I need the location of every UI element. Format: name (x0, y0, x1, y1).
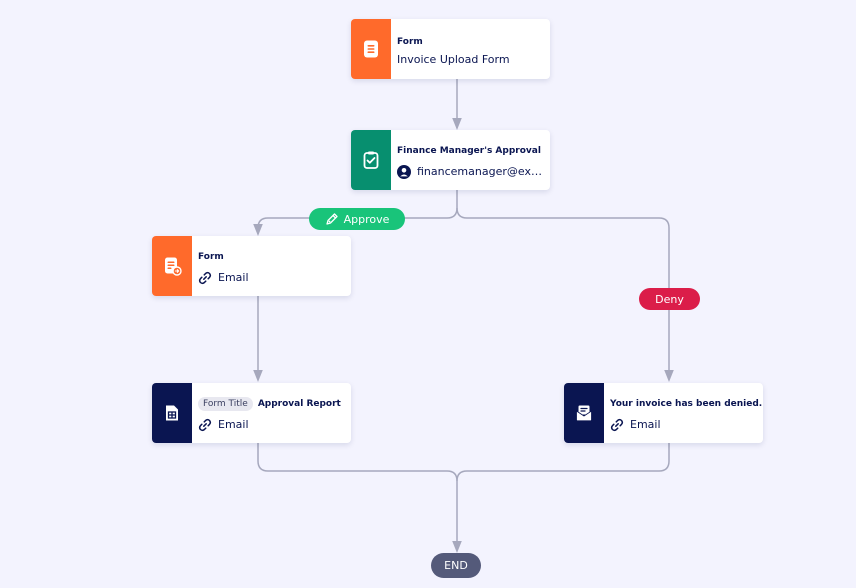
node-detail: Email (218, 271, 249, 284)
connector-report-to-end (257, 443, 462, 553)
deny-branch-pill[interactable]: Deny (639, 288, 700, 310)
approved-form-node[interactable]: Form Email (152, 236, 351, 296)
approve-pen-icon (325, 213, 338, 225)
node-title: Approval Report (257, 398, 341, 409)
approver-email: financemanager@exa... (417, 165, 544, 178)
end-label: END (444, 559, 468, 572)
link-icon (610, 418, 624, 431)
form-document-icon (351, 19, 391, 79)
approval-report-node[interactable]: Form Title Approval Report Email (152, 383, 351, 443)
form-share-icon (152, 236, 192, 296)
approval-clipboard-icon (351, 130, 391, 190)
link-icon (198, 418, 212, 431)
connector-approval-to-denied-email (456, 207, 674, 382)
node-detail: Invoice Upload Form (397, 52, 510, 66)
node-title: Finance Manager's Approval (397, 145, 541, 156)
node-title: Your invoice has been denied. (610, 398, 763, 409)
node-detail: Email (630, 418, 661, 431)
form-title-tag: Form Title (198, 396, 253, 411)
envelope-icon (564, 383, 604, 443)
invoice-form-node[interactable]: Form Invoice Upload Form (351, 19, 550, 79)
approve-branch-pill[interactable]: Approve (309, 208, 405, 230)
denied-email-node[interactable]: Your invoice has been denied. Email (564, 383, 763, 443)
finance-approval-node[interactable]: Finance Manager's Approval financemanage… (351, 130, 550, 190)
node-title: Form (198, 251, 224, 262)
node-detail: Email (218, 418, 249, 431)
user-avatar-icon (397, 164, 411, 179)
deny-label: Deny (655, 292, 684, 306)
end-node[interactable]: END (431, 553, 481, 578)
node-title: Form (397, 36, 423, 47)
approve-label: Approve (343, 212, 390, 226)
link-icon (198, 271, 212, 284)
report-document-icon (152, 383, 192, 443)
connector-denied-to-end (456, 443, 670, 482)
